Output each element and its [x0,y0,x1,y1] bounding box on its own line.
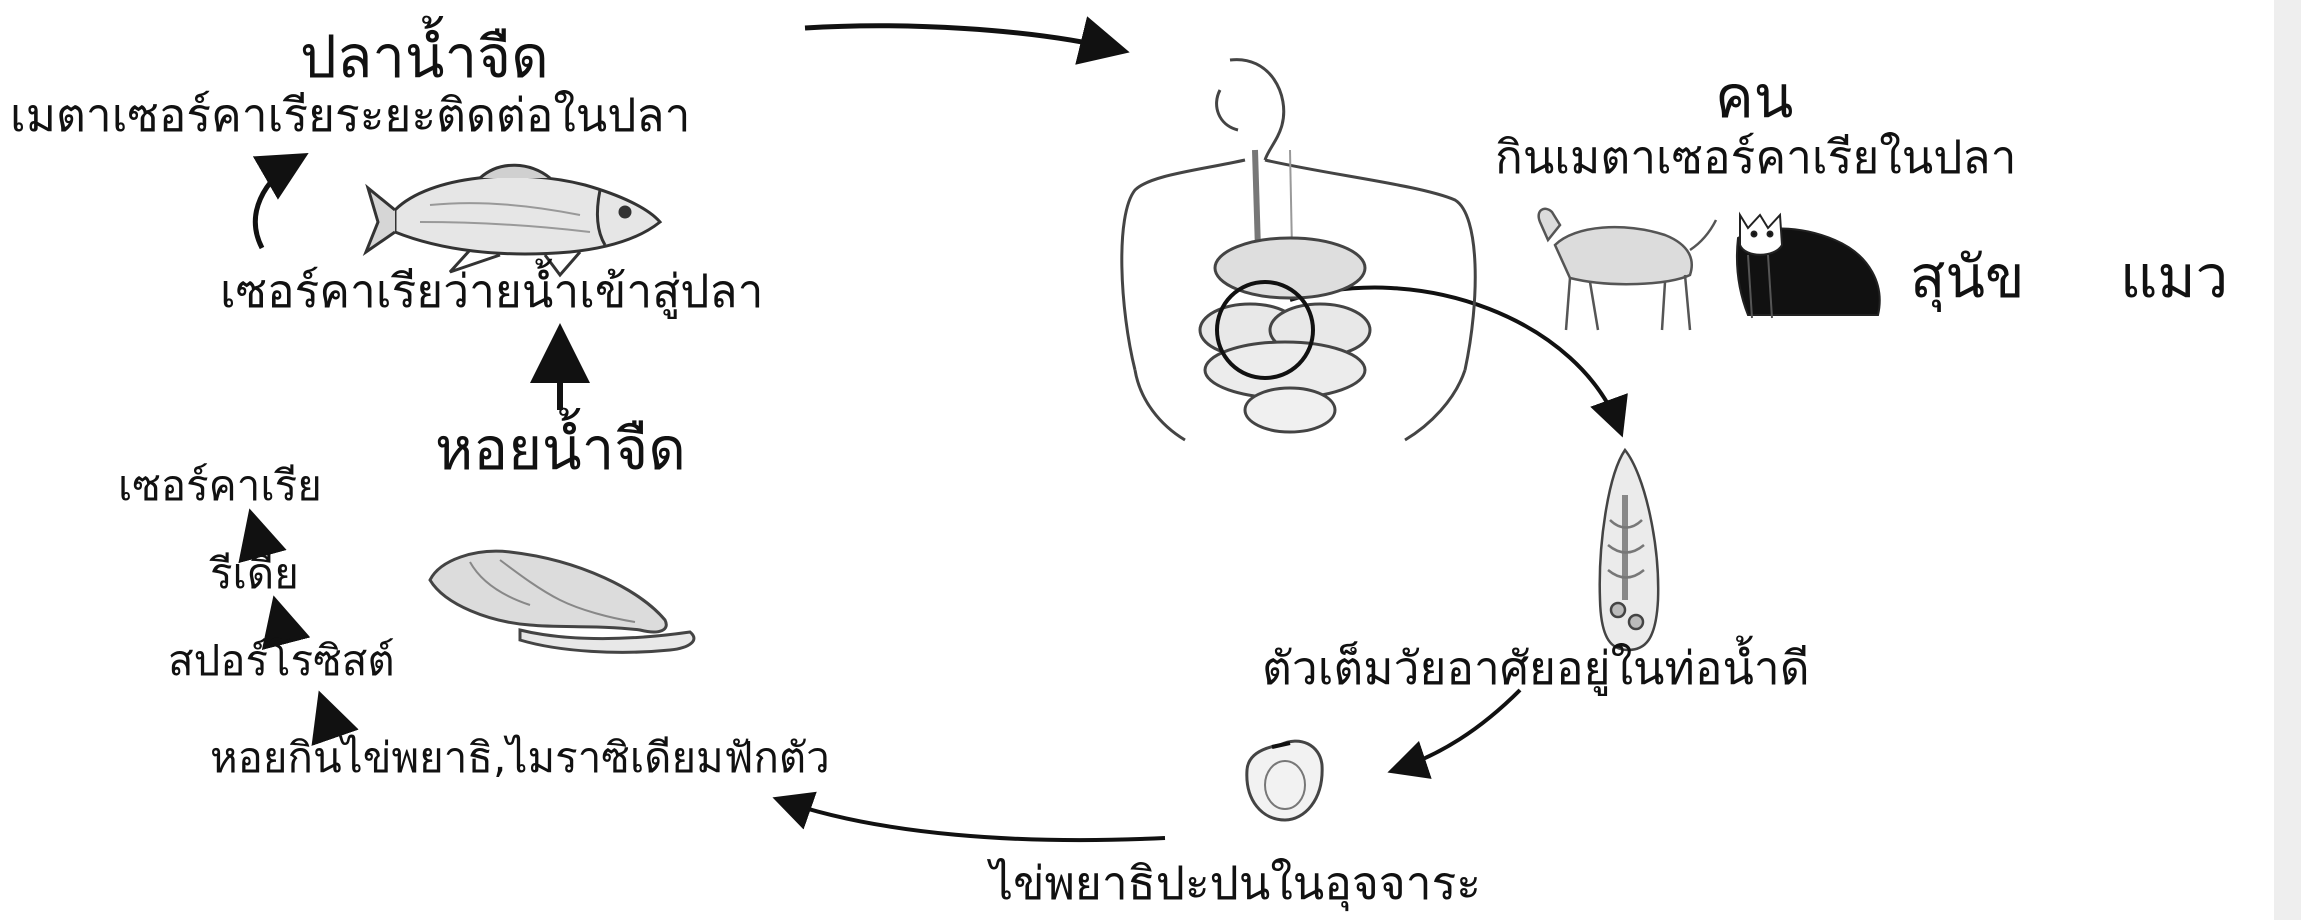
adult-fluke-illustration [1600,450,1658,650]
snail-step-sporocyst: สปอร์โรซิสต์ [168,640,395,682]
fish-illustration [366,165,660,275]
dog-label: สุนัข [1910,248,2025,306]
snail-illustration [430,551,694,652]
human-stage-caption: กินเมตาเซอร์คาเรียในปลา [1495,134,2016,180]
cercaria-to-fish-caption: เซอร์คาเรียว่ายน้ำเข้าสู่ปลา [220,268,763,314]
fish-stage-caption: เมตาเซอร์คาเรียระยะติดต่อในปลา [10,92,690,138]
fish-stage-title: ปลาน้ำจืด [300,28,549,86]
arrow-cercaria-to-fish [255,158,300,248]
cat-label: แมว [2120,248,2228,306]
arrow-step-miracidium-sporocyst [322,700,330,723]
egg-caption: ไข่พยาธิปะปนในอุจจาระ [990,860,1481,906]
dog-illustration [1539,209,1716,330]
human-torso-illustration [1122,60,1475,440]
snail-step-miracidium: หอยกินไข่พยาธิ,ไมราซิเดียมฟักตัว [210,737,830,779]
snail-step-cercaria: เซอร์คาเรีย [118,465,322,507]
arrow-egg-to-snail [780,800,1165,840]
adult-worm-caption: ตัวเต็มวัยอาศัยอยู่ในท่อน้ำดี [1262,645,1810,691]
snail-stage-title: หอยน้ำจืด [435,420,686,478]
arrow-step-sporocyst-redia [276,605,282,628]
human-stage-title: คน [1715,68,1793,126]
arrow-step-redia-cercaria [252,518,258,540]
arrow-adult-to-egg [1395,690,1520,770]
egg-illustration [1247,741,1322,820]
snail-step-redia: รีเดีย [210,553,299,595]
cat-illustration [1737,215,1880,318]
arrow-fish-to-human [805,26,1120,50]
